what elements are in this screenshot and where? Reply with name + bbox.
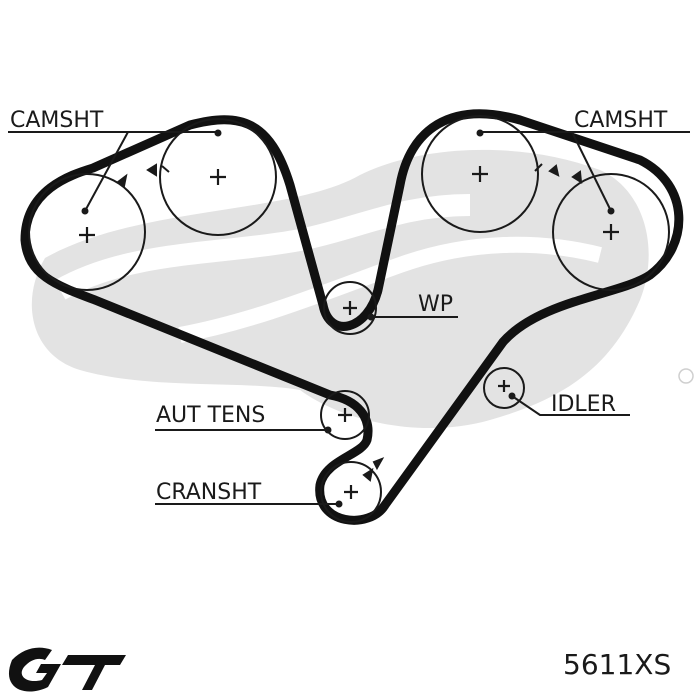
auto-tensioner-pulley bbox=[320, 390, 370, 440]
label-camshaft-right: CAMSHT bbox=[574, 108, 668, 133]
gates-logo bbox=[8, 647, 126, 692]
timing-marks bbox=[81, 129, 615, 508]
camshaft-right-inner-pulley bbox=[421, 115, 539, 233]
pulley-center-marks bbox=[79, 166, 619, 499]
part-number: 5611XS bbox=[563, 648, 671, 681]
camshaft-right-outer-pulley bbox=[552, 173, 670, 291]
idler-pulley bbox=[483, 367, 525, 409]
water-pump-pulley bbox=[323, 281, 377, 335]
camshaft-left-outer-pulley bbox=[28, 173, 146, 291]
label-water-pump: WP bbox=[418, 292, 453, 317]
crankshaft-pulley bbox=[320, 461, 382, 523]
pulleys bbox=[28, 115, 670, 523]
gates-watermark bbox=[31, 149, 694, 429]
label-crankshaft: CRANSHT bbox=[156, 480, 262, 505]
label-camshaft-left: CAMSHT bbox=[10, 108, 104, 133]
leader-lines bbox=[8, 131, 690, 505]
timing-belt bbox=[20, 109, 684, 525]
label-idler: IDLER bbox=[551, 392, 616, 417]
label-auto-tensioner: AUT TENS bbox=[156, 403, 265, 428]
camshaft-left-inner-pulley bbox=[159, 118, 277, 236]
